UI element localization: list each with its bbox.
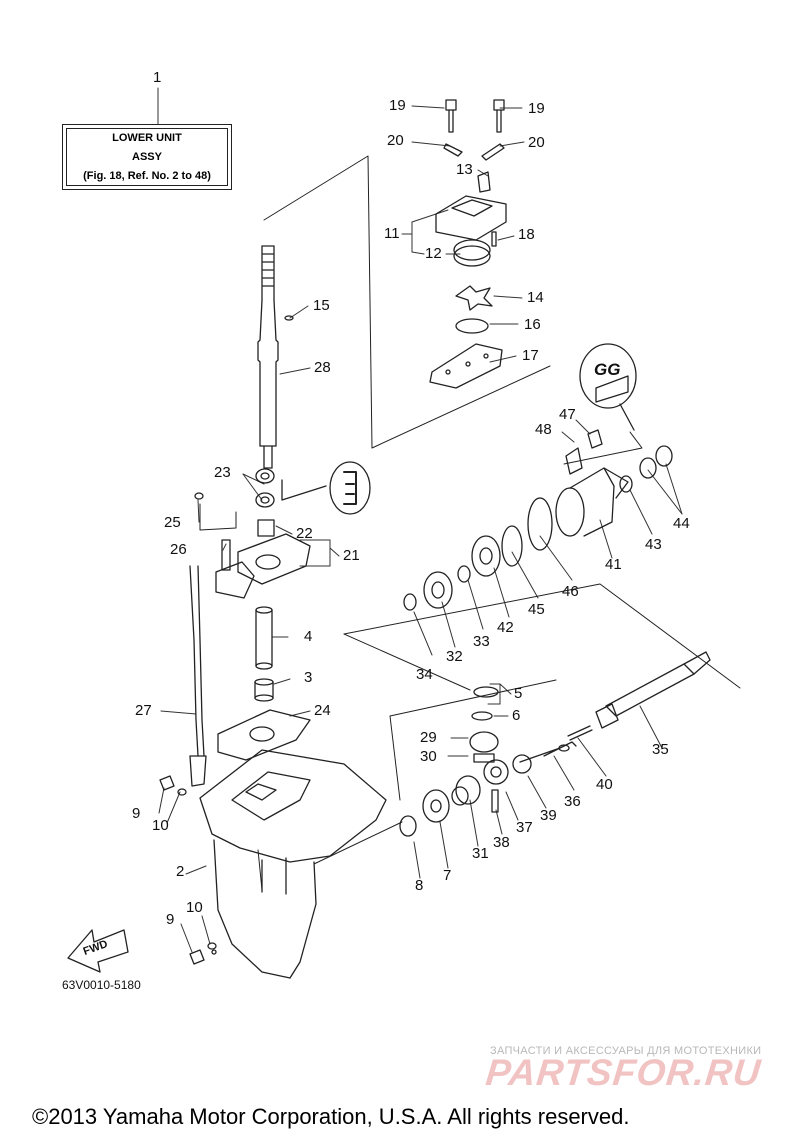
gg-grease-label: GG [594, 360, 621, 379]
callout-39: 39 [540, 807, 557, 824]
callout-13: 13 [456, 161, 473, 178]
water-pump-group [429, 99, 507, 389]
drain-screws [159, 775, 217, 965]
callout-14: 14 [527, 289, 544, 306]
callout-20-right: 20 [528, 134, 545, 151]
callout-26: 26 [170, 541, 187, 558]
callout-32: 32 [446, 648, 463, 665]
callout-47: 47 [559, 406, 576, 423]
label-line-2: ASSY [132, 151, 162, 163]
callout-3: 3 [304, 669, 313, 686]
callout-8: 8 [415, 877, 424, 894]
callout-15: 15 [313, 297, 330, 314]
gg-balloon [579, 343, 637, 431]
fwd-arrow [67, 929, 129, 973]
callout-38: 38 [493, 834, 510, 851]
callout-9-bottom: 9 [166, 911, 175, 928]
watermark-tagline: ЗАПЧАСТИ И АКСЕССУАРЫ ДЛЯ МОТОТЕХНИКИ [490, 1045, 762, 1057]
callout-2: 2 [176, 863, 185, 880]
callout-18: 18 [518, 226, 535, 243]
label-line-1: LOWER UNIT [112, 132, 182, 144]
shift-rod [189, 565, 207, 787]
callout-27: 27 [135, 702, 152, 719]
callout-37: 37 [516, 819, 533, 836]
callout-7: 7 [443, 867, 452, 884]
callout-35: 35 [652, 741, 669, 758]
diagram-code: 63V0010-5180 [62, 978, 141, 992]
drive-shaft [257, 245, 294, 469]
lower-unit-label-box: LOWER UNIT ASSY (Fig. 18, Ref. No. 2 to … [62, 124, 232, 190]
leader-lines [157, 87, 683, 953]
callout-46: 46 [562, 583, 579, 600]
lower-unit-label-text: LOWER UNIT ASSY (Fig. 18, Ref. No. 2 to … [66, 128, 228, 186]
callout-48: 48 [535, 421, 552, 438]
callout-12: 12 [425, 245, 442, 262]
callout-34: 34 [416, 666, 433, 683]
gasket [217, 709, 311, 761]
callout-40: 40 [596, 776, 613, 793]
callout-42: 42 [497, 619, 514, 636]
callout-19-right: 19 [528, 100, 545, 117]
callout-41: 41 [605, 556, 622, 573]
upper-casing [215, 533, 311, 599]
callout-30: 30 [420, 748, 437, 765]
callout-4: 4 [304, 628, 313, 645]
callout-6: 6 [512, 707, 521, 724]
callout-23: 23 [214, 464, 231, 481]
callout-16: 16 [524, 316, 541, 333]
callout-1: 1 [153, 69, 162, 86]
propeller-shaft-group [399, 651, 711, 837]
copyright-notice: ©2013 Yamaha Motor Corporation, U.S.A. A… [32, 1104, 630, 1129]
callout-44: 44 [673, 515, 690, 532]
callout-22: 22 [296, 525, 313, 542]
callout-28: 28 [314, 359, 331, 376]
callout-19-left: 19 [389, 97, 406, 114]
callout-9-top: 9 [132, 805, 141, 822]
callout-36: 36 [564, 793, 581, 810]
reference-lines [199, 155, 741, 891]
callout-25: 25 [164, 514, 181, 531]
shaft-sleeves [254, 606, 274, 702]
watermark-logo: PARTSFOR.RU [483, 1052, 764, 1093]
callout-10-bottom: 10 [186, 899, 203, 916]
callout-20-left: 20 [387, 132, 404, 149]
callout-33: 33 [473, 633, 490, 650]
callout-10-top: 10 [152, 817, 169, 834]
callout-29: 29 [420, 729, 437, 746]
lower-casing [199, 749, 387, 979]
callout-43: 43 [645, 536, 662, 553]
callout-5: 5 [514, 685, 523, 702]
callout-31: 31 [472, 845, 489, 862]
callout-21: 21 [343, 547, 360, 564]
label-line-3: (Fig. 18, Ref. No. 2 to 48) [83, 170, 211, 182]
callout-17: 17 [522, 347, 539, 364]
callout-45: 45 [528, 601, 545, 618]
callout-24: 24 [314, 702, 331, 719]
callout-11: 11 [384, 225, 400, 242]
oil-seal-group [194, 461, 371, 537]
forward-gear-group [403, 429, 673, 611]
